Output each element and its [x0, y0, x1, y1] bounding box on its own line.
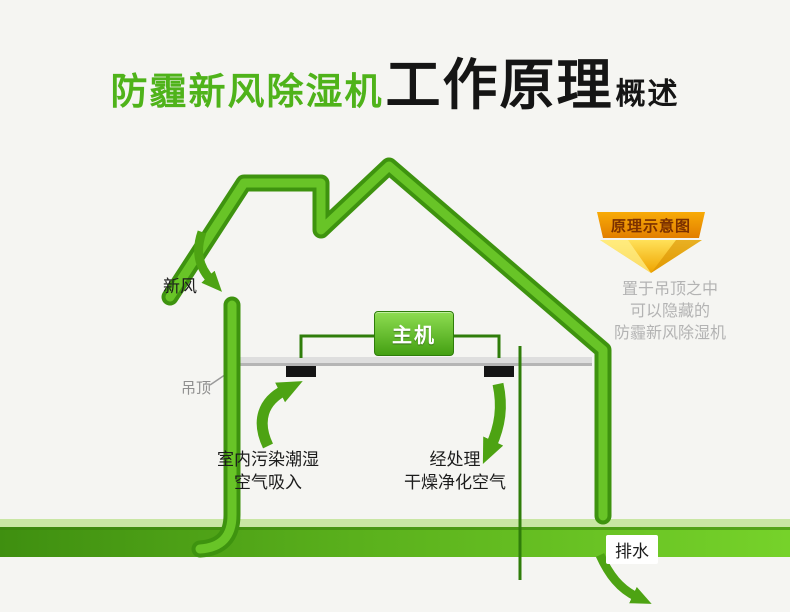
intake-line2: 空气吸入 — [234, 473, 302, 492]
ceiling-vent-left — [286, 366, 316, 377]
ceiling-panel — [209, 357, 592, 386]
left-wall-inner — [195, 300, 237, 554]
page-title: 防霾新风除湿机工作原理概述 — [0, 40, 790, 120]
fresh-air-arrow — [194, 230, 222, 292]
ceiling-board-shadow — [240, 363, 592, 366]
ducts — [299, 334, 522, 580]
gem-facet-right — [651, 240, 702, 273]
main-unit-box: 主机 — [374, 311, 454, 356]
ceiling-label: 吊顶 — [181, 380, 212, 397]
floor — [0, 519, 790, 557]
floor-front-face — [0, 527, 790, 557]
ceiling-vent-right — [484, 366, 514, 377]
left-wall-outer — [191, 296, 241, 558]
side-note-line2: 可以隐藏的 — [629, 303, 710, 320]
output-line1: 经处理 — [429, 450, 481, 469]
title-brand: 防霾新风除湿机 — [110, 71, 384, 112]
title-main: 工作原理 — [385, 54, 614, 116]
duct-right — [450, 334, 501, 358]
duct-left — [299, 334, 374, 358]
title-suffix: 概述 — [615, 78, 680, 111]
floor-edge-shadow — [0, 527, 790, 530]
fresh-air-label: 新风 — [163, 277, 197, 296]
gem-facet-left — [600, 240, 651, 273]
floor-top-face — [0, 519, 790, 528]
ceiling-board — [240, 357, 592, 363]
output-arrow — [482, 382, 506, 465]
side-note-line1: 置于吊顶之中 — [621, 281, 718, 298]
drain-arrow — [595, 553, 652, 604]
drain-label: 排水 — [606, 535, 658, 564]
roof-and-right-wall-inner — [165, 161, 608, 521]
output-label: 经处理 干燥净化空气 — [377, 448, 533, 494]
main-unit-label: 主机 — [392, 325, 436, 347]
intake-line1: 室内污染潮湿 — [217, 450, 319, 469]
house-outline — [161, 157, 612, 558]
intake-arrow — [256, 381, 303, 449]
badge-ribbon — [597, 212, 705, 238]
intake-label: 室内污染潮湿 空气吸入 — [190, 448, 346, 494]
side-note-line3: 防霾新风除湿机 — [613, 325, 726, 342]
badge-label: 原理示意图 — [610, 218, 691, 235]
side-note: 置于吊顶之中 可以隐藏的 防霾新风除湿机 — [593, 279, 747, 345]
arrows — [194, 230, 652, 604]
output-line2: 干燥净化空气 — [404, 473, 506, 492]
principle-badge — [597, 212, 705, 273]
